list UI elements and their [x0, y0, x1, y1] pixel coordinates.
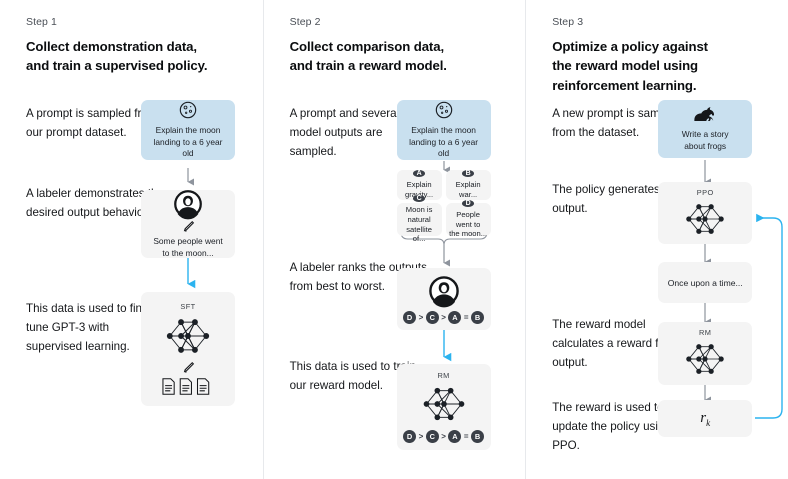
- step-2-rm-card[interactable]: RM: [396, 364, 491, 450]
- person-icon: [173, 189, 203, 220]
- ranking-row-labeler: D > C > A = B: [403, 310, 485, 324]
- neural-net-icon: [419, 382, 469, 426]
- step-1-labeler-card[interactable]: Some people went to the moon...: [141, 190, 235, 258]
- step-2-labeler-card[interactable]: D > C > A = B: [396, 268, 491, 330]
- rank-badge-a: A: [448, 430, 462, 443]
- step-3-column: Step 3 Optimize a policy against the rew…: [525, 0, 788, 479]
- rank-op-3: =: [463, 432, 469, 441]
- step-3-prompt-card[interactable]: Write a story about frogs: [658, 100, 753, 158]
- rank-badge-d: D: [403, 430, 417, 443]
- step-2-rm-tag: RM: [437, 371, 450, 380]
- step-1-prompt-caption: Explain the moon landing to a 6 year old: [153, 125, 223, 159]
- step-1-sft-tag: SFT: [180, 302, 196, 311]
- rank-op-2: >: [441, 432, 446, 441]
- rank-badge-b: B: [471, 430, 485, 443]
- badge-c: C: [413, 194, 426, 202]
- step-1-column: Step 1 Collect demonstration data, and t…: [0, 0, 263, 479]
- step-3-title-line3: reinforcement learning.: [552, 77, 697, 93]
- step-3-rm-card[interactable]: RM: [658, 322, 753, 385]
- step-2-paragraph-2: A labeler ranks the outputs from best to…: [289, 261, 427, 294]
- step-3-output-card[interactable]: Once upon a time...: [658, 262, 753, 303]
- step-1-prompt-card[interactable]: Explain the moon landing to a 6 year old: [141, 100, 235, 160]
- step-3-paragraph-3: The reward model calculates a reward for…: [552, 318, 689, 370]
- step-3-paragraph-4: The reward is used to update the policy …: [552, 401, 671, 453]
- badge-d: D: [462, 199, 475, 207]
- step-1-label: Step 1: [26, 16, 57, 28]
- badge-a: A: [413, 170, 426, 178]
- step-3-paragraph-1: A new prompt is sampled from the dataset…: [552, 107, 682, 140]
- output-card-c[interactable]: C Moon is natural satellite of...: [396, 194, 442, 243]
- step-1-title: Collect demonstration data, and train a …: [26, 37, 245, 76]
- step-2-prompt-caption: Explain the moon landing to a 6 year old: [409, 125, 479, 159]
- moon-icon: [434, 100, 454, 120]
- person-icon: [428, 275, 460, 307]
- rank-badge-a: A: [448, 310, 462, 324]
- step-3-label: Step 3: [552, 16, 584, 28]
- output-a-text: Explain gravity...: [405, 180, 433, 199]
- step-1-labeler-caption: Some people went to the moon...: [153, 236, 223, 258]
- step-2-paragraph-3: This data is used to train our reward mo…: [289, 360, 416, 393]
- step-3-paragraph-2: The policy generates an output.: [552, 183, 676, 216]
- step-2-title-line1: Collect comparison data,: [289, 39, 445, 54]
- step-3-rm-tag: RM: [699, 328, 712, 337]
- step-3-title: Optimize a policy against the reward mod…: [552, 37, 770, 95]
- step-3-reward-card[interactable]: rk: [658, 400, 753, 437]
- documents-icon: [161, 377, 215, 396]
- reward-symbol-subscript: k: [706, 417, 711, 428]
- step-3-title-line1: Optimize a policy against: [552, 39, 708, 54]
- step-3-prompt-caption: Write a story about frogs: [681, 129, 729, 151]
- step-1-sft-card[interactable]: SFT: [141, 292, 235, 406]
- step-2-paragraph-1: A prompt and several model outputs are s…: [289, 107, 400, 159]
- step-2-label: Step 2: [289, 16, 321, 28]
- output-b-text: Explain war...: [455, 180, 481, 199]
- step-1-paragraph-2: A labeler demonstrates the desired outpu…: [26, 187, 164, 220]
- ranking-row-rm: D > C > A = B: [403, 430, 485, 443]
- output-c-text: Moon is natural satellite of...: [405, 204, 433, 244]
- step-2-column: Step 2 Collect comparison data, and trai…: [262, 0, 526, 479]
- step-2-title: Collect comparison data, and train a rew…: [290, 37, 508, 76]
- output-card-b[interactable]: B Explain war...: [445, 170, 491, 200]
- step-3-ppo-tag: PPO: [696, 187, 714, 197]
- step-2-prompt-card[interactable]: Explain the moon landing to a 6 year old: [396, 100, 491, 160]
- rank-badge-c: C: [425, 310, 439, 324]
- step-3-output-text: Once upon a time...: [667, 277, 743, 288]
- moon-icon: [178, 100, 198, 120]
- neural-net-icon: [680, 339, 730, 379]
- rank-op-1: >: [418, 312, 424, 322]
- pencil-icon: [182, 220, 195, 233]
- step-1-title-line1: Collect demonstration data,: [26, 39, 197, 54]
- step-3-title-line2: the reward model using: [552, 58, 699, 74]
- rank-badge-b: B: [471, 310, 485, 324]
- output-card-d[interactable]: D People went to the moon...: [445, 199, 491, 238]
- output-d-text: People went to the moon...: [449, 209, 488, 239]
- rank-badge-d: D: [403, 310, 417, 324]
- step-1-title-line2: and train a supervised policy.: [26, 58, 208, 74]
- step-1-paragraph-1: A prompt is sampled from our prompt data…: [26, 107, 158, 140]
- pencil-icon: [182, 361, 195, 374]
- neural-net-icon: [680, 199, 730, 239]
- rank-op-3: =: [463, 312, 469, 322]
- rank-op-1: >: [418, 432, 424, 441]
- step-3-ppo-card[interactable]: PPO: [658, 182, 753, 244]
- step-2-title-line2: and train a reward model.: [289, 58, 447, 74]
- frog-icon: [691, 106, 719, 124]
- rank-badge-c: C: [425, 430, 439, 443]
- step-1-paragraph-3: This data is used to fine-tune GPT-3 wit…: [26, 302, 153, 354]
- neural-net-icon: [162, 313, 214, 359]
- rank-op-2: >: [441, 312, 446, 322]
- reward-symbol: rk: [700, 410, 710, 428]
- reward-symbol-base: r: [700, 409, 707, 426]
- badge-b: B: [462, 170, 475, 178]
